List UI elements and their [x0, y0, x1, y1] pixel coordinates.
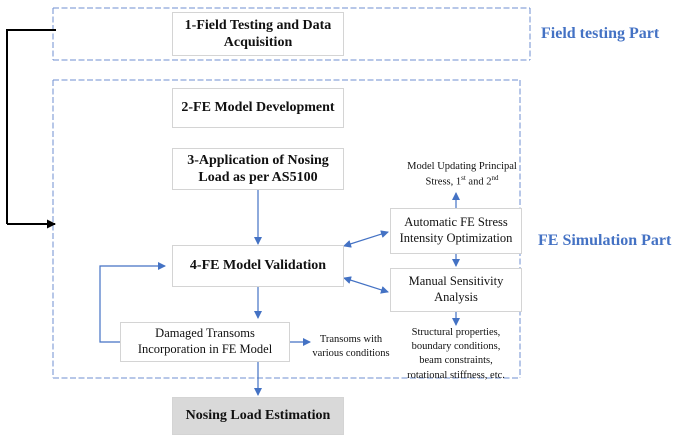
field-testing-frame	[52, 7, 531, 61]
model-updating-line1: Model Updating Principal	[407, 161, 517, 172]
fe-model-development-box: 2-FE Model Development	[172, 88, 344, 128]
field-testing-box: 1-Field Testing and Data Acquisition	[172, 12, 344, 56]
damaged-transoms-text: Damaged Transoms Incorporation in FE Mod…	[137, 326, 273, 356]
arrow-validation-manual	[343, 276, 389, 294]
fe-model-development-text: 2-FE Model Development	[181, 100, 335, 116]
nosing-load-application-text: 3-Application of Nosing Load as per AS51…	[187, 152, 329, 186]
structural-properties-text: Structural properties, boundary conditio…	[407, 327, 505, 381]
transoms-conditions-text: Transoms with various conditions	[312, 334, 390, 360]
fe-model-validation-box: 4-FE Model Validation	[172, 245, 344, 287]
nosing-load-estimation-text: Nosing Load Estimation	[185, 408, 331, 424]
model-updating-line2: Stress, 1st and 2nd	[425, 174, 499, 188]
feedback-bracket	[6, 29, 56, 229]
structural-properties-note: Structural properties, boundary conditio…	[400, 326, 512, 383]
field-testing-text: 1-Field Testing and Data Acquisition	[184, 17, 332, 51]
fe-simulation-part-label: FE Simulation Part	[538, 232, 672, 249]
model-updating-note: Model Updating Principal Stress, 1st and…	[397, 160, 527, 190]
transoms-conditions-note: Transoms with various conditions	[310, 333, 392, 361]
fe-model-validation-text: 4-FE Model Validation	[189, 258, 327, 274]
automatic-fe-stress-text: Automatic FE Stress Intensity Optimizati…	[399, 215, 513, 245]
manual-sensitivity-text: Manual Sensitivity Analysis	[408, 274, 504, 304]
automatic-fe-stress-box: Automatic FE Stress Intensity Optimizati…	[390, 208, 522, 254]
nosing-load-application-box: 3-Application of Nosing Load as per AS51…	[172, 148, 344, 190]
nosing-load-estimation-box: Nosing Load Estimation	[172, 397, 344, 435]
arrow-loop-to-validation	[99, 262, 166, 343]
field-testing-part-label: Field testing Part	[541, 25, 660, 42]
damaged-transoms-box: Damaged Transoms Incorporation in FE Mod…	[120, 322, 290, 362]
manual-sensitivity-box: Manual Sensitivity Analysis	[390, 268, 522, 312]
arrow-validation-auto	[343, 230, 389, 248]
